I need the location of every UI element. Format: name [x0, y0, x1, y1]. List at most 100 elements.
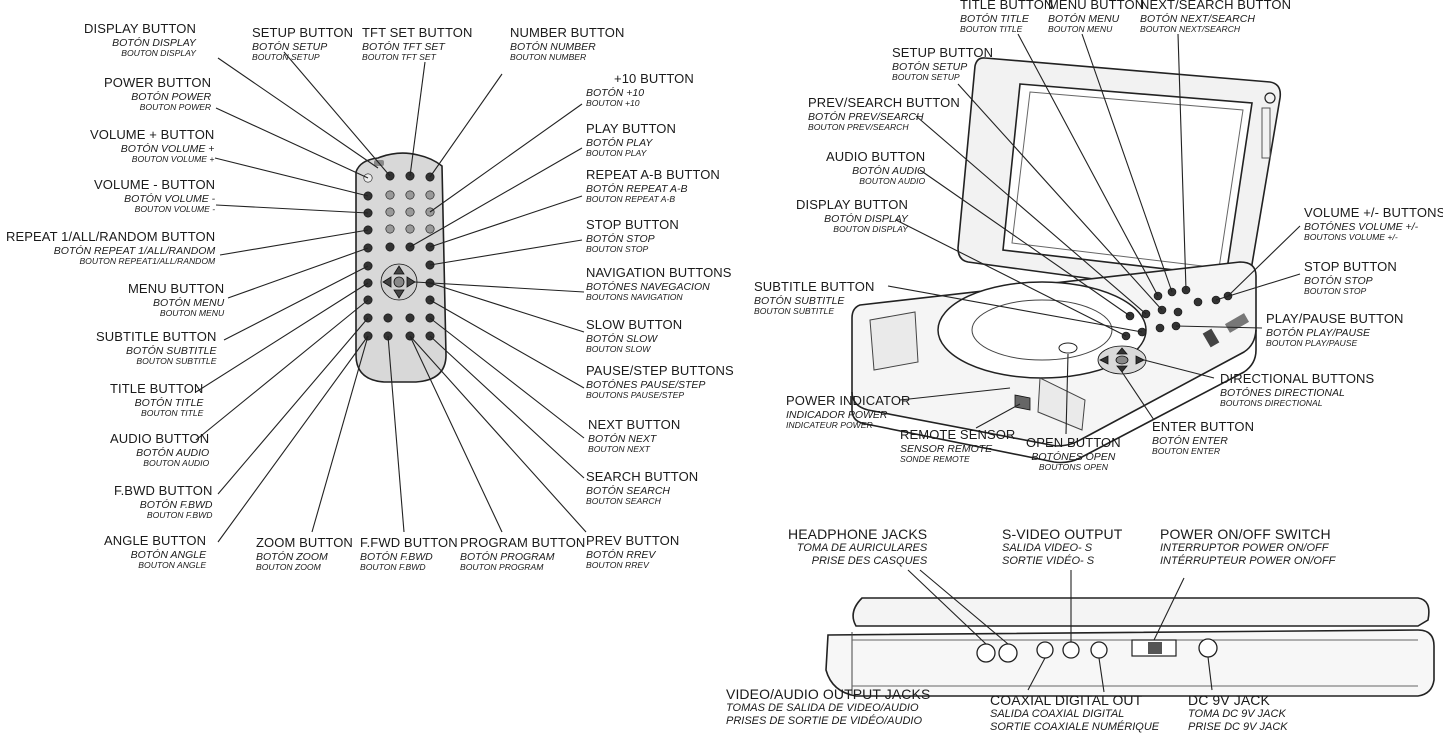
label-en: DC 9V JACK	[1188, 692, 1270, 708]
label-es: BOTÓN PROGRAM	[460, 550, 555, 563]
label-fr: BOUTON ANGLE	[138, 560, 207, 570]
label-en: F.FWD BUTTON	[360, 535, 458, 550]
label-en: REPEAT 1/ALL/RANDOM BUTTON	[6, 229, 216, 244]
label-fr: BOUTON NEXT/SEARCH	[1140, 24, 1241, 34]
label-en: POWER ON/OFF SWITCH	[1160, 526, 1331, 542]
label-power-button: POWER BUTTON BOTÓN POWER BOUTON POWER	[104, 75, 211, 113]
label-es: BOTÓN SUBTITLE	[126, 344, 217, 357]
label-en: VOLUME - BUTTON	[94, 177, 216, 192]
label-en: VOLUME + BUTTON	[90, 127, 215, 142]
label-en: PLAY BUTTON	[586, 121, 676, 136]
label-fr: BOUTON NEXT	[588, 444, 650, 454]
label-display-button-player: DISPLAY BUTTON BOTÓN DISPLAY BOUTON DISP…	[796, 197, 908, 235]
label-en: AUDIO BUTTON	[110, 431, 210, 446]
label-audio-button: AUDIO BUTTON BOTÓN AUDIO BOUTON AUDIO	[110, 431, 210, 469]
label-es: BOTÓN F.BWD	[360, 550, 433, 563]
remote-leader-lines-left	[195, 57, 379, 543]
label-en: OPEN BUTTON	[1026, 435, 1121, 450]
label-fr: INTÉRRUPTEUR POWER ON/OFF	[1160, 554, 1336, 567]
label-es: BOTÓN ZOOM	[256, 550, 328, 563]
label-fr: BOUTONS DIRECTIONAL	[1220, 398, 1323, 408]
label-en: NEXT BUTTON	[588, 417, 681, 432]
label-en: SETUP BUTTON	[252, 25, 354, 40]
label-es: BOTÓN STOP	[586, 232, 655, 245]
label-es: BOTÓN TITLE	[960, 12, 1029, 25]
label-fr: BOUTON PLAY	[586, 148, 647, 158]
label-es: BOTÓN REPEAT 1/ALL/RANDOM	[53, 244, 216, 257]
label-en: VOLUME +/- BUTTONS	[1304, 205, 1443, 220]
label-es: SALIDA VIDEO- S	[1002, 542, 1093, 555]
label-es: TOMA DC 9V JACK	[1188, 708, 1286, 721]
label-headphone-jacks: HEADPHONE JACKS TOMA DE AURICULARES PRIS…	[788, 526, 927, 567]
label-setup-button-player: SETUP BUTTON BOTÓN SETUP BOUTON SETUP	[892, 45, 993, 83]
label-fr: BOUTONS VOLUME +/-	[1304, 232, 1398, 242]
label-slow-button: SLOW BUTTON BOTÓN SLOW BOUTON SLOW	[586, 317, 682, 355]
label-prev-button: PREV BUTTON BOTÓN RREV BOUTON RREV	[586, 533, 680, 571]
label-es: BOTÓN SETUP	[252, 40, 328, 53]
label-en: VIDEO/AUDIO OUTPUT JACKS	[726, 686, 931, 702]
label-en: AUDIO BUTTON	[826, 149, 926, 164]
label-es: BOTÓN DISPLAY	[112, 36, 196, 49]
player-buttons	[1121, 285, 1233, 341]
label-es: SALIDA COAXIAL DIGITAL	[990, 708, 1125, 721]
label-es: BOTÓNES VOLUME +/-	[1304, 220, 1419, 233]
label-es: BOTÓN MENU	[1048, 12, 1120, 25]
label-es: BOTÓNES OPEN	[1031, 450, 1116, 463]
label-es: BOTÓN ANGLE	[130, 548, 207, 561]
label-stop-button-player: STOP BUTTON BOTÓN STOP BOUTON STOP	[1304, 259, 1397, 297]
label-en: PAUSE/STEP BUTTONS	[586, 363, 734, 378]
label-tftset-button: TFT SET BUTTON BOTÓN TFT SET BOUTON TFT …	[362, 25, 473, 63]
disc-tray	[937, 281, 1147, 379]
dvd-player	[851, 57, 1282, 464]
label-audio-button-player: AUDIO BUTTON BOTÓN AUDIO BOUTON AUDIO	[826, 149, 926, 187]
label-en: PROGRAM BUTTON	[460, 535, 586, 550]
label-fr: BOUTON SUBTITLE	[754, 306, 835, 316]
label-en: SUBTITLE BUTTON	[754, 279, 875, 294]
label-number-button: NUMBER BUTTON BOTÓN NUMBER BOUTON NUMBER	[510, 25, 624, 63]
label-es: BOTÓN VOLUME -	[124, 192, 216, 205]
label-en: TITLE BUTTON	[960, 0, 1054, 12]
label-en: +10 BUTTON	[614, 71, 694, 86]
label-es: BOTÓN PLAY	[586, 136, 653, 149]
label-fr: BOUTONS OPEN	[1038, 462, 1108, 472]
label-fr: PRISE DC 9V JACK	[1188, 720, 1288, 733]
label-fr: BOUTON NUMBER	[510, 52, 587, 62]
label-next-search-button: NEXT/SEARCH BUTTON BOTÓN NEXT/SEARCH BOU…	[1140, 0, 1291, 35]
label-es: BOTÓN REPEAT A-B	[586, 182, 688, 195]
label-es: BOTÓN AUDIO	[136, 446, 210, 459]
label-search-button: SEARCH BUTTON BOTÓN SEARCH BOUTON SEARCH	[586, 469, 698, 507]
label-fr: BOUTON PREV/SEARCH	[808, 122, 909, 132]
label-angle-button: ANGLE BUTTON BOTÓN ANGLE BOUTON ANGLE	[104, 533, 207, 571]
remote-leader-lines-right	[409, 103, 587, 533]
label-en: TFT SET BUTTON	[362, 25, 473, 40]
side-jacks	[976, 638, 1218, 663]
label-pause-step-buttons: PAUSE/STEP BUTTONS BOTÓNES PAUSE/STEP BO…	[586, 363, 734, 401]
label-fr: BOUTON DISPLAY	[121, 48, 196, 58]
label-es: BOTÓN MENU	[153, 296, 225, 309]
remote-leader-lines-top	[283, 51, 503, 178]
label-es: BOTÓNES NAVEGACION	[586, 280, 710, 293]
remote-control	[355, 152, 447, 383]
label-fr: BOUTON REPEAT1/ALL/RANDOM	[79, 256, 216, 266]
label-open-button: OPEN BUTTON BOTÓNES OPEN BOUTONS OPEN	[1026, 435, 1121, 473]
label-remote-sensor: REMOTE SENSOR SENSOR REMOTE SONDE REMOTE	[900, 427, 1015, 465]
label-en: PREV BUTTON	[586, 533, 680, 548]
label-fr: BOUTON REPEAT A-B	[586, 194, 676, 204]
label-fr: BOUTON RREV	[586, 560, 649, 570]
label-es: BOTÓN NEXT	[588, 432, 657, 445]
label-fr: BOUTON PLAY/PAUSE	[1266, 338, 1358, 348]
label-fr: BOUTON DISPLAY	[833, 224, 908, 234]
label-es: BOTÓN PREV/SEARCH	[808, 110, 924, 123]
label-subtitle-button: SUBTITLE BUTTON BOTÓN SUBTITLE BOUTON SU…	[96, 329, 217, 367]
label-en: DISPLAY BUTTON	[796, 197, 908, 212]
label-menu-button-player: MENU BUTTON BOTÓN MENU BOUTON MENU	[1048, 0, 1144, 35]
label-fr: BOUTON F.BWD	[360, 562, 426, 572]
label-fr: BOUTON TITLE	[960, 24, 1023, 34]
label-fr: BOUTON AUDIO	[859, 176, 926, 186]
label-es: TOMA DE AURICULARES	[796, 542, 928, 555]
label-title-button-player: TITLE BUTTON BOTÓN TITLE BOUTON TITLE	[960, 0, 1053, 35]
label-menu-button: MENU BUTTON BOTÓN MENU BOUTON MENU	[128, 281, 225, 319]
label-fr: BOUTON SLOW	[586, 344, 651, 354]
label-es: BOTÓN RREV	[586, 548, 656, 561]
